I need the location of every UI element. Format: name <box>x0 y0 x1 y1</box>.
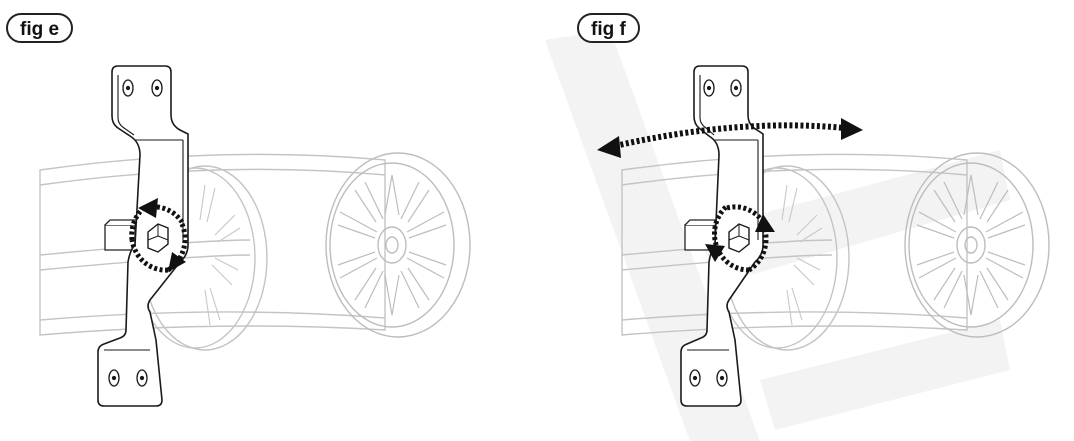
figure-e-label: fig e <box>6 13 74 43</box>
inner-wheel-spokes <box>199 184 241 326</box>
mounting-bracket <box>680 65 764 407</box>
mount-body <box>39 153 386 351</box>
figure-f-drawing <box>597 65 1050 407</box>
figure-e-drawing <box>39 65 471 407</box>
circular-rotate-arrows-icon <box>129 198 188 273</box>
mount-body <box>621 153 968 351</box>
figure-f-label: fig f <box>577 13 640 43</box>
double-headed-curved-arrow-icon <box>597 118 863 158</box>
inner-wheel-spokes <box>781 184 823 326</box>
right-wheel <box>325 152 471 338</box>
hex-nut <box>728 223 750 253</box>
bracket-screw-holes <box>689 79 742 387</box>
circular-rotate-arrows-icon <box>705 204 775 273</box>
hex-nut <box>147 223 169 253</box>
mounting-bracket <box>97 65 189 407</box>
bracket-screw-holes <box>108 79 163 387</box>
figure-f-panel: fig f <box>537 0 1074 441</box>
right-wheel <box>904 152 1050 338</box>
figure-e-panel: fig e <box>6 13 471 407</box>
